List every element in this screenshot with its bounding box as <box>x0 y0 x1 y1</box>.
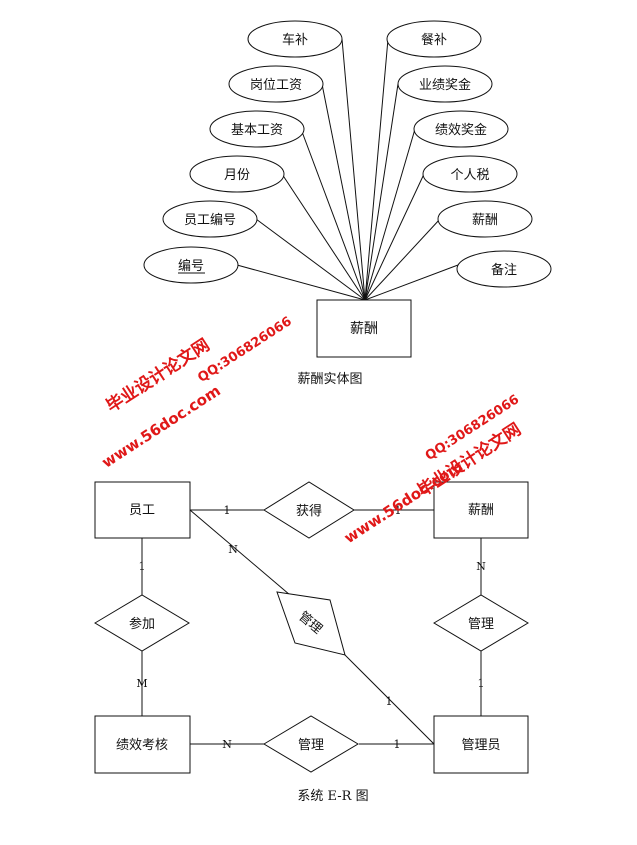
card-salary-manage: N <box>476 560 486 573</box>
entity-salary: 薪酬 <box>433 481 529 539</box>
svg-text:绩效奖金: 绩效奖金 <box>435 122 487 138</box>
entity-employee: 员工 <box>94 481 191 539</box>
relation-join: 参加 <box>94 594 190 652</box>
attribute-car-allowance: 车补 <box>247 20 343 58</box>
relation-manage-assessment: 管理 <box>263 715 359 773</box>
svg-text:薪酬: 薪酬 <box>468 503 494 518</box>
er-connectors <box>141 509 482 745</box>
card-emp-obtain: 1 <box>224 504 231 517</box>
svg-text:薪酬: 薪酬 <box>350 321 378 337</box>
svg-text:岗位工资: 岗位工资 <box>250 78 302 93</box>
watermark-left: 毕业设计论文网 www.56doc.com QQ:306826066 <box>98 314 294 471</box>
attribute-salary: 薪酬 <box>437 200 533 238</box>
attribute-meal-allowance: 餐补 <box>386 20 482 58</box>
entity-manager: 管理员 <box>433 715 529 774</box>
svg-text:编号: 编号 <box>178 259 204 274</box>
svg-text:参加: 参加 <box>129 616 155 632</box>
attribute-performance-bonus: 业绩奖金 <box>397 65 493 103</box>
attribute-connectors <box>236 38 459 301</box>
attribute-month: 月份 <box>189 155 285 193</box>
entity-salary-box: 薪酬 <box>316 299 412 358</box>
attribute-income-tax: 个人税 <box>422 155 518 193</box>
svg-text:月份: 月份 <box>224 168 250 183</box>
entity-diagram-caption: 薪酬实体图 <box>297 372 362 387</box>
svg-text:管理员: 管理员 <box>461 738 500 753</box>
relation-manage-employee: 管理 <box>276 591 346 656</box>
attribute-employee-id: 员工编号 <box>162 200 258 238</box>
svg-text:管理: 管理 <box>468 617 494 632</box>
svg-text:餐补: 餐补 <box>421 32 447 48</box>
card-manage-mgr: 1 <box>386 695 393 708</box>
entity-assessment: 绩效考核 <box>94 715 191 774</box>
attribute-id-key: 编号 <box>143 246 239 284</box>
card-manage-mgr2: 1 <box>478 677 485 690</box>
cardinality-labels: 1 1 N 1 1 M N 1 N 1 <box>136 504 486 751</box>
card-emp-join: 1 <box>139 560 146 573</box>
attribute-base-wage: 基本工资 <box>209 110 305 148</box>
svg-text:员工: 员工 <box>129 503 155 518</box>
card-obtain-salary: 1 <box>395 504 402 517</box>
svg-text:绩效考核: 绩效考核 <box>116 738 168 753</box>
attribute-remark: 备注 <box>456 250 552 288</box>
card-manage-mgr3: 1 <box>394 738 401 751</box>
attribute-merit-bonus: 绩效奖金 <box>413 110 509 148</box>
card-assess-manage: N <box>222 738 232 751</box>
card-emp-manage: N <box>228 543 238 556</box>
svg-text:获得: 获得 <box>296 503 322 519</box>
svg-text:车补: 车补 <box>282 32 308 48</box>
svg-text:员工编号: 员工编号 <box>184 213 236 228</box>
svg-text:管理: 管理 <box>298 738 324 753</box>
svg-text:基本工资: 基本工资 <box>231 123 283 138</box>
svg-text:薪酬: 薪酬 <box>472 213 498 228</box>
attribute-position-wage: 岗位工资 <box>228 65 324 103</box>
svg-text:业绩奖金: 业绩奖金 <box>419 77 471 93</box>
svg-text:备注: 备注 <box>491 262 517 278</box>
er-diagram-caption: 系统 E-R 图 <box>297 789 368 804</box>
svg-text:个人税: 个人税 <box>450 168 489 183</box>
card-join-assess: M <box>136 677 147 690</box>
relation-manage-salary: 管理 <box>433 594 529 652</box>
relation-obtain: 获得 <box>263 481 355 539</box>
